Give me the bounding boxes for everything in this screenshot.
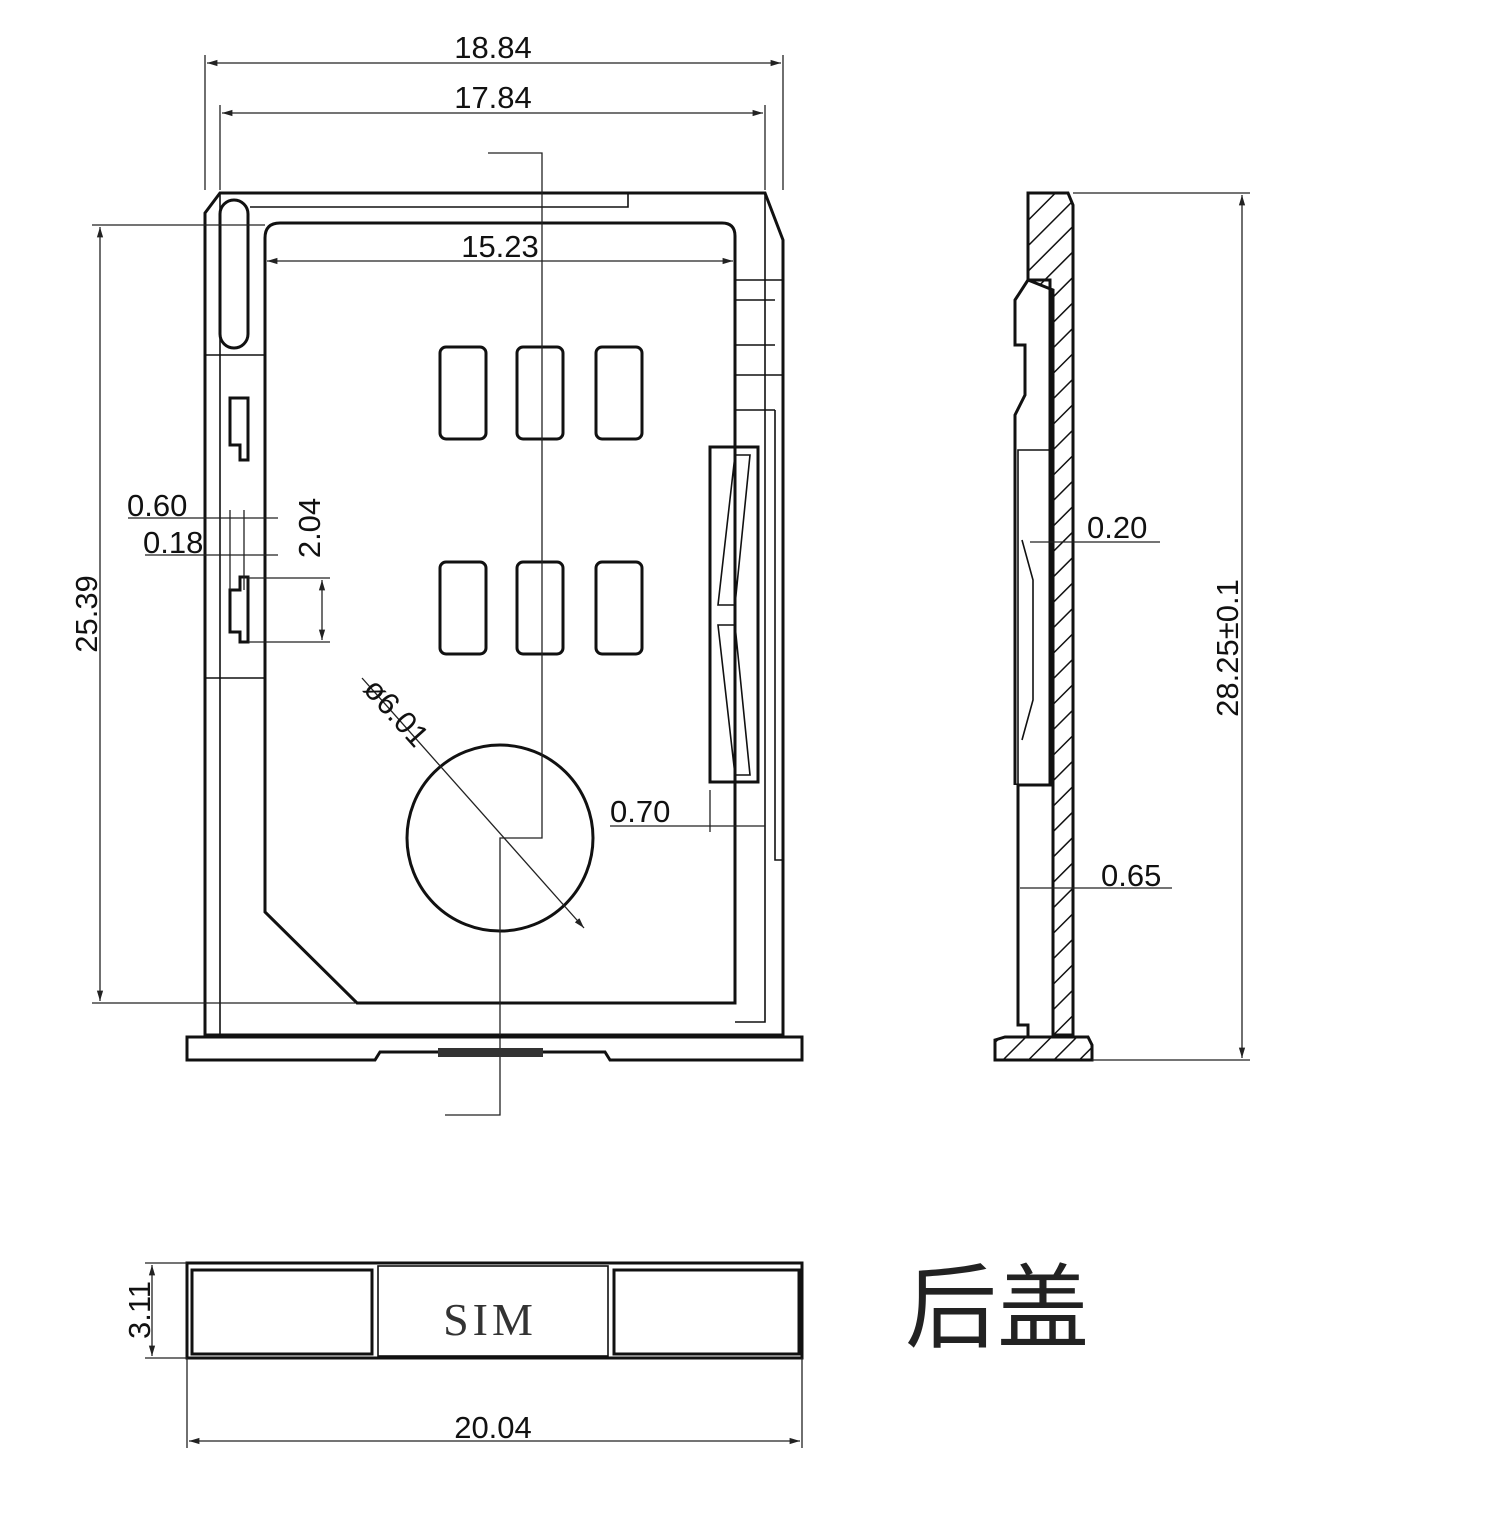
dim-end-height: 3.11: [122, 1281, 157, 1339]
drawing-title: 后盖: [905, 1255, 1089, 1362]
dim-side-thickness: 0.20: [1087, 510, 1147, 545]
slot-ridge: [218, 198, 250, 350]
dim-side-height: 28.25±0.1: [1210, 579, 1245, 717]
contact-pads: [438, 345, 644, 656]
side-view: [993, 191, 1094, 1062]
dim-side-wall: 0.65: [1101, 858, 1161, 893]
side-dimensions: 28.25±0.1 0.20 0.65: [1020, 192, 1250, 1061]
end-dimensions: 3.11 20.04: [122, 1262, 803, 1448]
front-dimensions: 18.84 17.84 15.23 25.39 0.60 0.18 2.04 ø…: [69, 30, 784, 1004]
tray-end-lip: [185, 1035, 804, 1062]
card-pocket: [263, 221, 737, 1005]
front-view: [185, 152, 804, 1116]
dim-notch-length: 2.04: [292, 498, 327, 558]
side-flange: [993, 1035, 1094, 1062]
dim-overall-width: 18.84: [454, 30, 532, 65]
end-view: SIM: [185, 1261, 804, 1360]
side-rail: [708, 445, 760, 784]
dim-card-width: 15.23: [461, 229, 539, 264]
dim-end-width: 20.04: [454, 1410, 532, 1445]
dim-notch-depth: 0.18: [143, 525, 203, 560]
sim-label: SIM: [443, 1294, 537, 1345]
dim-hole-diameter: ø6.01: [357, 671, 436, 753]
dim-notch-offset: 0.60: [127, 488, 187, 523]
tray-outline: [203, 191, 785, 1037]
dim-overall-height: 25.39: [69, 575, 104, 653]
dim-inner-width: 17.84: [454, 80, 532, 115]
dim-rail-width: 0.70: [610, 794, 670, 829]
